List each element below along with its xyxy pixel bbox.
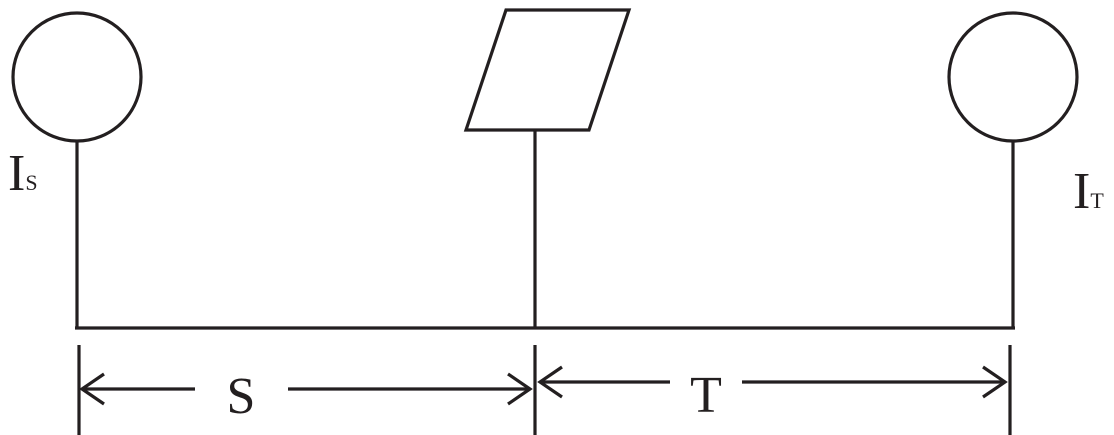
dimension-arrow-s xyxy=(79,372,533,406)
right-target-circle xyxy=(947,11,1079,143)
label-it-subscript: T xyxy=(1090,188,1104,213)
label-it-main: I xyxy=(1073,163,1090,220)
arrow-t-head-left xyxy=(537,365,563,399)
label-t: T xyxy=(690,367,722,424)
label-is: IS xyxy=(8,145,38,202)
left-source-circle xyxy=(11,11,143,143)
arrow-s-head-right xyxy=(507,372,533,406)
label-it: IT xyxy=(1073,163,1104,220)
label-s: S xyxy=(227,368,256,425)
arrow-t-head-right xyxy=(982,365,1008,399)
label-is-subscript: S xyxy=(25,170,37,195)
surface-parallelogram xyxy=(463,8,632,132)
label-is-main: I xyxy=(8,145,25,202)
arrow-s-head-left xyxy=(79,372,105,406)
dimension-arrow-t xyxy=(537,365,1008,399)
